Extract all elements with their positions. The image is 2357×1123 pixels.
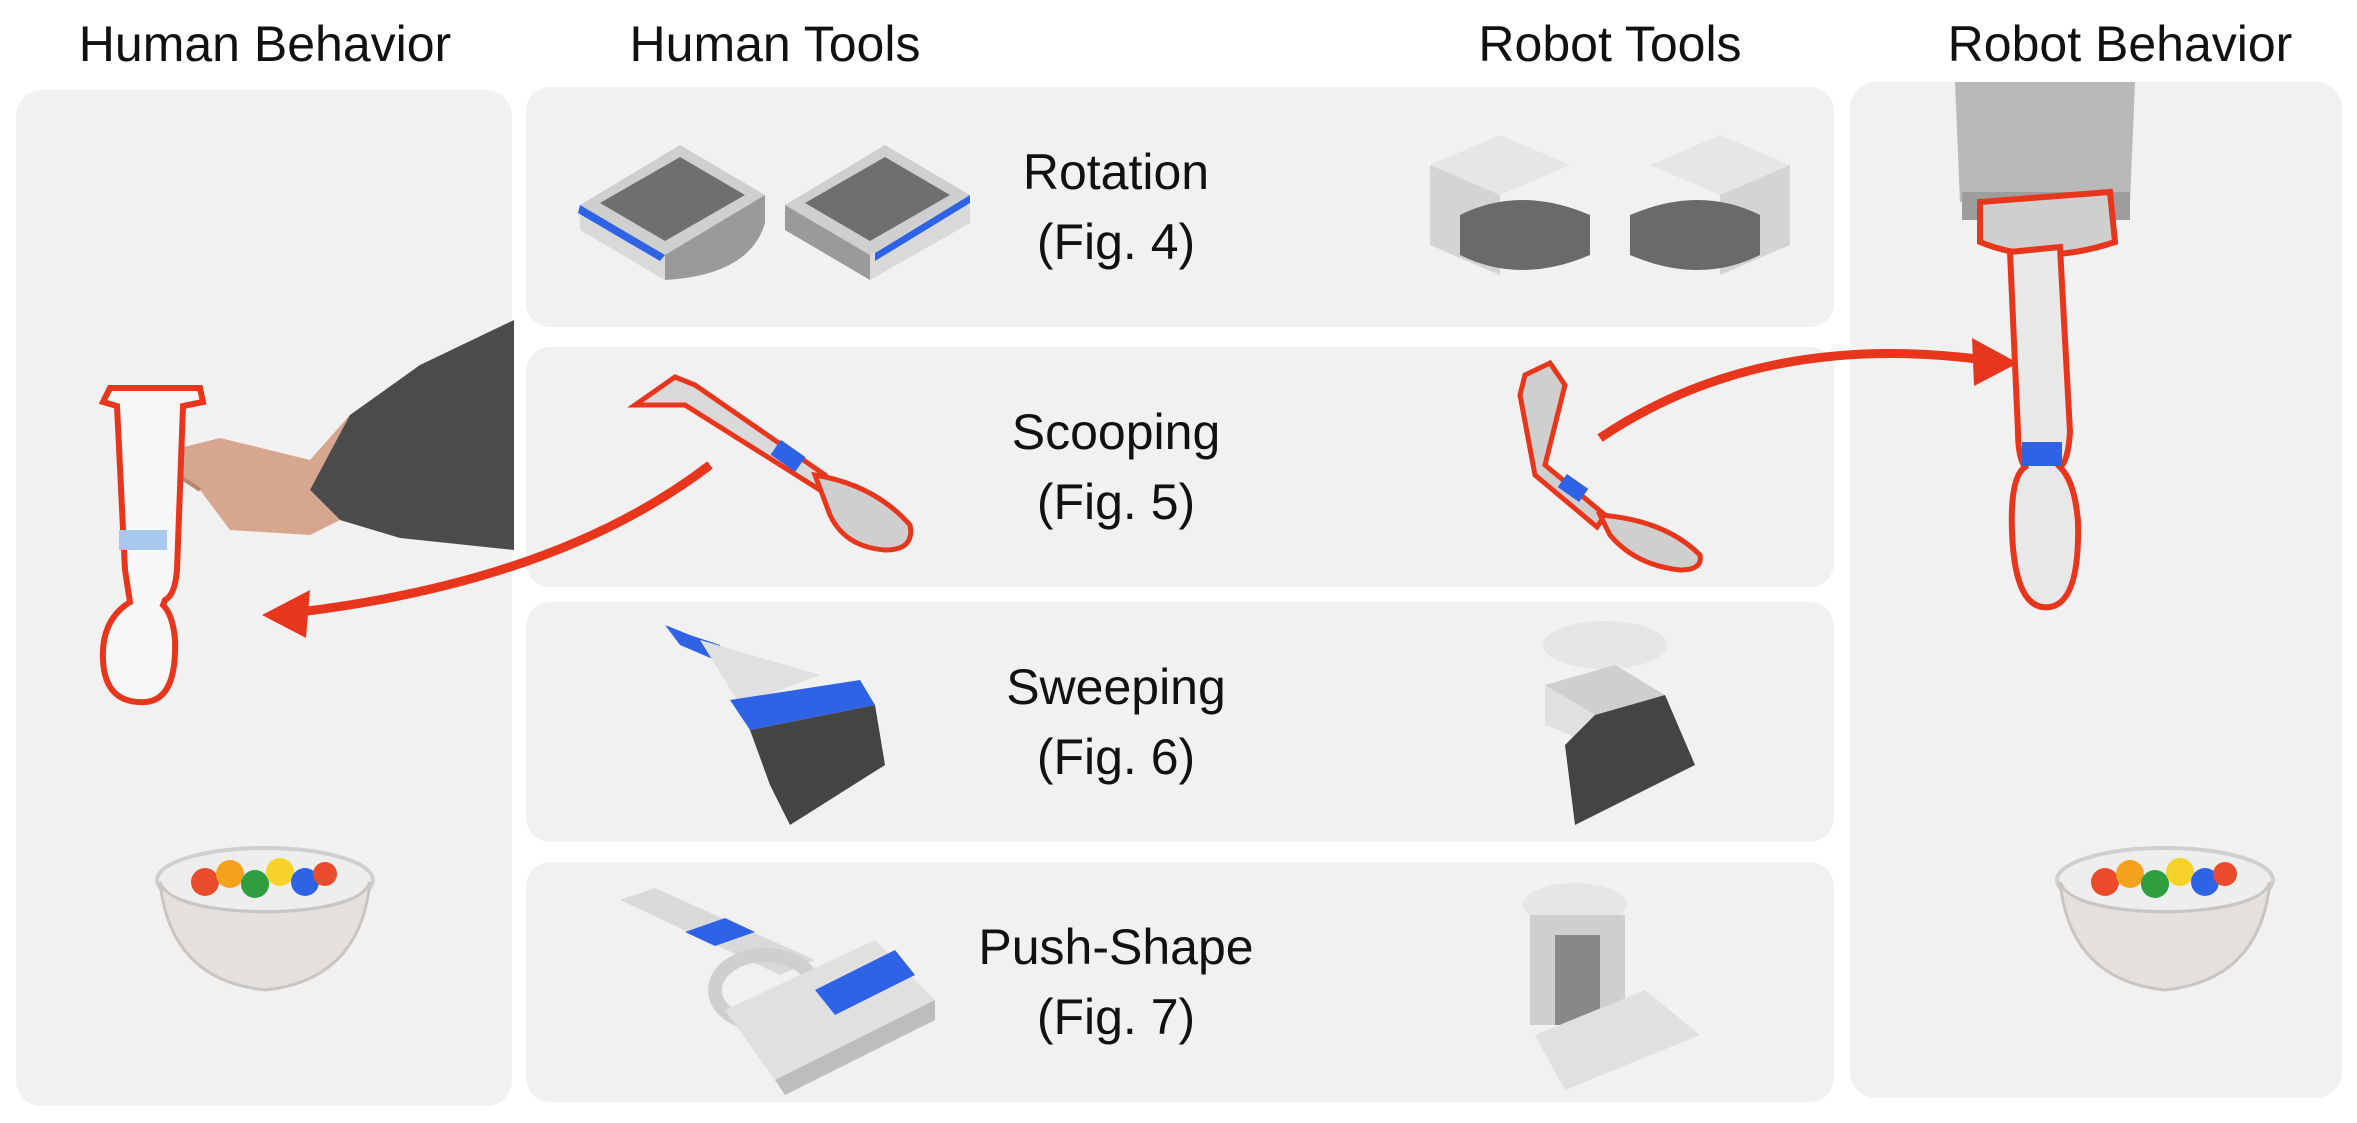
row-figure-ref: (Fig. 7) bbox=[1036, 989, 1196, 1045]
column-title-human-tools: Human Tools bbox=[629, 16, 921, 72]
row-name: Push-Shape bbox=[978, 919, 1254, 975]
row-rotation: Rotation (Fig. 4) bbox=[526, 87, 1834, 327]
human-spoon-outline bbox=[98, 385, 207, 706]
robot-arm-with-spoon bbox=[1955, 82, 2135, 611]
row-figure-ref: (Fig. 4) bbox=[1036, 214, 1196, 270]
column-title-human-behavior: Human Behavior bbox=[78, 16, 452, 72]
human-rotation-tool-1 bbox=[578, 145, 765, 280]
robot-scoop-tool bbox=[1517, 359, 1703, 573]
row-label-rotation: Rotation (Fig. 4) bbox=[856, 137, 1376, 277]
human-arm-illustration bbox=[167, 320, 514, 550]
row-label-push-shape: Push-Shape (Fig. 7) bbox=[856, 912, 1376, 1052]
robot-rotation-tool-1 bbox=[1430, 135, 1590, 275]
row-name: Sweeping bbox=[1006, 659, 1226, 715]
column-title-robot-behavior: Robot Behavior bbox=[1947, 16, 2293, 72]
column-title-robot-tools: Robot Tools bbox=[1478, 16, 1742, 72]
robot-sweep-tool bbox=[1543, 621, 1695, 825]
human-scoop-tool bbox=[627, 374, 914, 553]
row-name: Rotation bbox=[1022, 144, 1210, 200]
row-name: Scooping bbox=[1011, 404, 1221, 460]
human-sweep-tool bbox=[665, 625, 885, 825]
candy-bowl-robot bbox=[2055, 846, 2275, 992]
candy-bowl-human bbox=[155, 846, 375, 992]
row-label-scooping: Scooping (Fig. 5) bbox=[856, 397, 1376, 537]
row-scooping: Scooping (Fig. 5) bbox=[526, 347, 1834, 587]
row-label-sweeping: Sweeping (Fig. 6) bbox=[856, 652, 1376, 792]
human-rotation-tool-2 bbox=[785, 145, 970, 280]
human-push-tool bbox=[620, 888, 935, 1095]
row-figure-ref: (Fig. 6) bbox=[1036, 729, 1196, 785]
robot-rotation-tool-2 bbox=[1630, 135, 1790, 275]
robot-push-tool bbox=[1523, 883, 1700, 1090]
row-figure-ref: (Fig. 5) bbox=[1036, 474, 1196, 530]
